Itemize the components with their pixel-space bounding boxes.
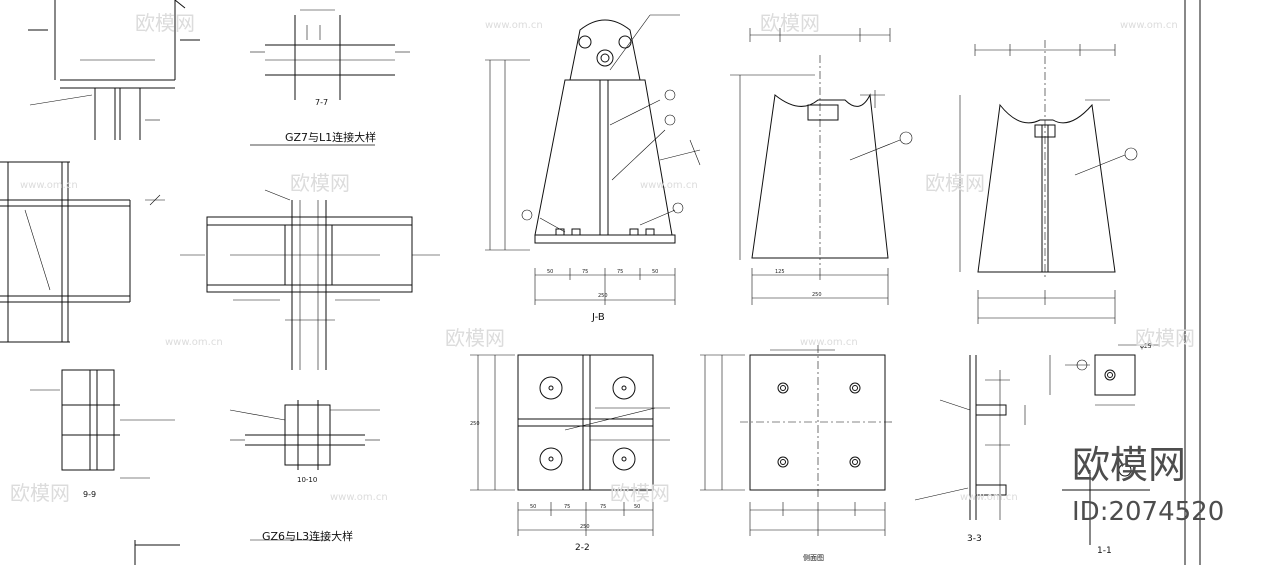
watermark-site: www.om.cn: [640, 180, 698, 191]
sheet-border: [1184, 0, 1201, 565]
captions-layer: GZ7与L1连接大样 GZ6与L3连接大样 1-1 2-2 3-3 7-7 9-…: [83, 98, 1152, 562]
watermark-site: www.om.cn: [20, 180, 78, 191]
detail-column-base-top-left: [28, 0, 200, 140]
watermark-brand: 欧模网: [10, 481, 70, 505]
caption-9-9: 9-9: [83, 490, 96, 499]
caption-10-10: 10-10: [297, 476, 317, 484]
watermark-brand: 欧模网: [1135, 326, 1195, 350]
watermark-site: www.om.cn: [485, 20, 543, 31]
watermark-brand: 欧模网: [445, 326, 505, 350]
caption-2-2: 2-2: [575, 543, 590, 553]
detail-9-9: [30, 369, 180, 565]
caption-jb: J-B: [591, 312, 605, 323]
detail-side-plate: [700, 345, 895, 536]
dim-text: 75: [564, 504, 570, 510]
detail-2-2-base-plate: [470, 354, 670, 536]
dim-text: 50: [530, 504, 536, 510]
callout-phi25: φ25: [1140, 343, 1152, 350]
watermark-id: ID:2074520: [1072, 497, 1224, 527]
caption-3-3: 3-3: [967, 534, 982, 544]
dim-text: 250: [470, 421, 480, 427]
detail-gz6-l3: [229, 400, 380, 541]
watermark-site: www.om.cn: [960, 492, 1018, 503]
dim-text: 250: [580, 524, 590, 530]
detail-7-7: [250, 9, 410, 146]
watermark-site: www.om.cn: [800, 337, 858, 348]
watermark-logo: 欧模网: [1072, 443, 1186, 487]
dim-text: 250: [812, 292, 822, 298]
dim-text: 50: [547, 269, 553, 275]
watermark-brand: 欧模网: [135, 11, 195, 35]
watermark-brand: 欧模网: [610, 481, 670, 505]
detail-3-3-anchor: [914, 355, 1026, 520]
watermark-brand: 欧模网: [760, 11, 820, 35]
watermark-brand: 欧模网: [290, 171, 350, 195]
watermark-site: www.om.cn: [330, 492, 388, 503]
watermark-site: www.om.cn: [1120, 20, 1178, 31]
dim-text: 50: [652, 269, 658, 275]
detail-jb-gusset: [485, 14, 701, 305]
detail-rib-plate-2: [730, 28, 913, 305]
dim-text: 250: [598, 293, 608, 299]
dim-text: 75: [617, 269, 623, 275]
detail-rib-plate-3: [959, 40, 1138, 324]
watermark-brand: 欧模网: [925, 171, 985, 195]
detail-1-1-plate: [1049, 344, 1160, 545]
detail-gz7-l1-main: [180, 189, 440, 370]
dim-text: 75: [600, 504, 606, 510]
caption-7-7: 7-7: [315, 98, 328, 107]
watermark-site: www.om.cn: [165, 337, 223, 348]
dim-text: 75: [582, 269, 588, 275]
caption-gz6-l3: GZ6与L3连接大样: [262, 529, 353, 543]
caption-1-1: 1-1: [1097, 546, 1112, 556]
detail-column-beam-left: [0, 161, 165, 343]
caption-side-view: 侧面图: [803, 553, 824, 562]
dim-text: 125: [775, 269, 785, 275]
dim-text: 50: [634, 504, 640, 510]
watermark-layer: 欧模网 欧模网 欧模网 欧模网 欧模网 欧模网 欧模网 欧模网 www.om.c…: [10, 11, 1224, 527]
caption-gz7-l1: GZ7与L1连接大样: [285, 130, 376, 144]
